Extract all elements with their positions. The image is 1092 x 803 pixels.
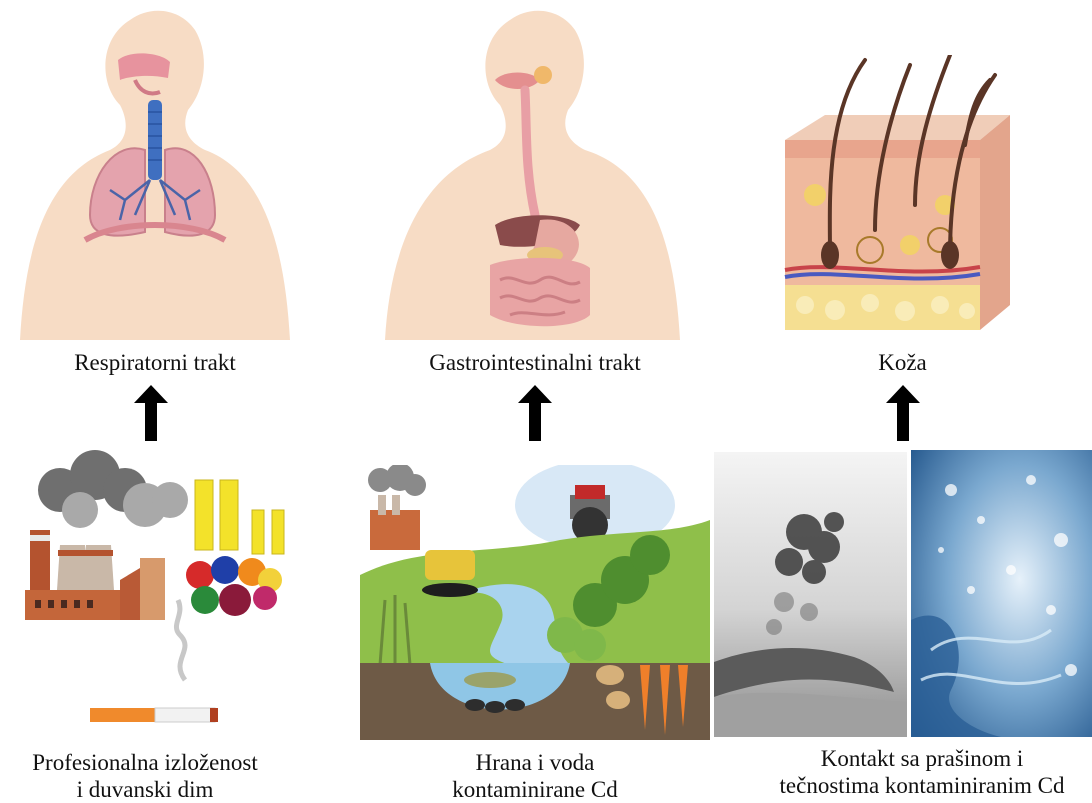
organ-label-gastrointestinal: Gastrointestinalni trakt: [385, 349, 685, 376]
source-label-food-water-line2: kontaminirane Cd: [410, 776, 660, 803]
arrow-up-icon: [886, 385, 920, 441]
organ-label-skin: Koža: [830, 349, 975, 376]
source-label-food-water-line1: Hrana i voda: [410, 749, 660, 776]
liquid-contact-photo: [911, 450, 1092, 737]
dust-contact-photo: [714, 452, 907, 737]
source-label-dust-liquids-line2: tečnostima kontaminiranim Cd: [752, 772, 1092, 799]
source-label-occupational: Profesionalna izloženost i duvanski dim: [0, 749, 290, 803]
source-label-occupational-line1: Profesionalna izloženost: [0, 749, 290, 776]
food-water-illustration: [360, 465, 710, 740]
arrow-up-icon: [518, 385, 552, 441]
gastrointestinal-illustration: [375, 0, 695, 345]
occupational-exposure-illustration: [20, 450, 300, 740]
source-label-food-water: Hrana i voda kontaminirane Cd: [410, 749, 660, 803]
skin-illustration: [775, 55, 1020, 340]
source-label-dust-liquids: Kontakt sa prašinom i tečnostima kontami…: [752, 745, 1092, 799]
source-label-occupational-line2: i duvanski dim: [0, 776, 290, 803]
respiratory-illustration: [0, 0, 310, 345]
arrow-up-icon: [134, 385, 168, 441]
organ-label-respiratory: Respiratorni trakt: [20, 349, 290, 376]
source-label-dust-liquids-line1: Kontakt sa prašinom i: [752, 745, 1092, 772]
